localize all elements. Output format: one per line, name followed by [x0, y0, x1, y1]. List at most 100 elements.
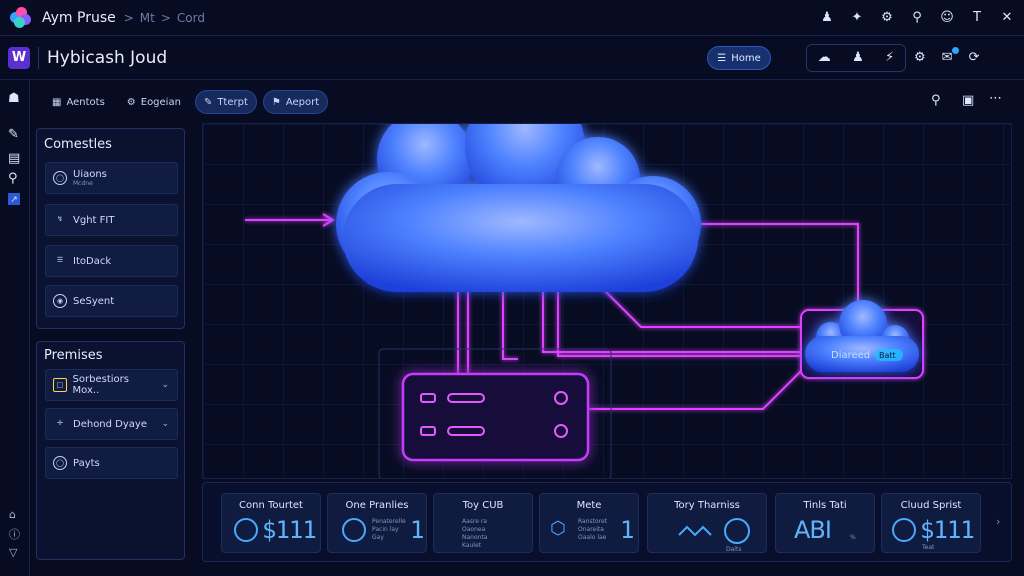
diagram-canvas[interactable]: Diareed Batt: [202, 123, 1012, 479]
settings-icon[interactable]: ⚙: [914, 50, 926, 65]
metric-card[interactable]: Conn Tourtet $111: [221, 493, 321, 553]
breadcrumb-item[interactable]: Mt: [139, 10, 155, 25]
metric-value: 1: [620, 516, 634, 544]
connections-title: Comestles: [44, 137, 112, 152]
home-icon[interactable]: ⌂: [9, 508, 16, 521]
card-icon[interactable]: ▤: [8, 151, 21, 166]
metric-title: One Pranlies: [345, 500, 409, 511]
connection-label: ItoDack: [73, 255, 112, 267]
toolbar-button-eogeian[interactable]: ⚙ Eogeian: [119, 90, 189, 114]
metric-title: Conn Tourtet: [239, 500, 303, 511]
edge-cloud[interactable]: [805, 300, 919, 372]
server-drive-bay: [447, 393, 485, 403]
chart-icon[interactable]: ↗: [8, 193, 20, 205]
on-prem-region: [378, 348, 612, 478]
header-action-group: ☁ ♟ ⚡: [806, 44, 906, 72]
server-to-edge-connector: [588, 368, 804, 410]
cloud-to-edge-connector: [592, 278, 803, 328]
menu-icon: ☰: [717, 52, 727, 64]
search-icon[interactable]: ⚲: [912, 9, 922, 25]
metric-card[interactable]: One Pranlies Penaterelle Pacin lay Gay 1: [327, 493, 427, 553]
gauge-icon: [234, 518, 258, 542]
globe-icon: ◯: [53, 171, 67, 185]
metric-value: $111: [262, 516, 317, 544]
toolbar-button-tterpt[interactable]: ✎ Tterpt: [194, 90, 257, 114]
cloud-to-edge-connector: [542, 289, 803, 353]
spinner-icon[interactable]: ⟳: [968, 50, 980, 65]
chat-icon[interactable]: ✉: [942, 47, 959, 65]
pencil-icon: ✎: [203, 96, 213, 108]
cloud-icon[interactable]: ☁: [817, 50, 831, 65]
translate-icon[interactable]: ⚙: [881, 9, 893, 25]
edit-icon[interactable]: ✎: [8, 127, 19, 142]
emoji-icon[interactable]: ☺: [940, 9, 954, 25]
info-icon[interactable]: ⓘ: [9, 528, 20, 541]
metric-title: Toy CUB: [462, 500, 504, 511]
breadcrumb-separator: >: [160, 10, 171, 25]
database-icon: ◉: [53, 294, 67, 308]
gauge-icon: [724, 518, 750, 544]
more-icon[interactable]: ⋯: [989, 91, 1002, 106]
notification-dot: [951, 47, 959, 54]
metric-card[interactable]: Tory Tharniss Dalts: [647, 493, 767, 553]
workspace-badge[interactable]: W: [8, 46, 30, 69]
chevron-right-icon[interactable]: ›: [996, 515, 1001, 528]
bolt-icon[interactable]: ⚡: [885, 50, 895, 65]
premises-item[interactable]: ◯ Payts: [45, 447, 178, 479]
metric-card[interactable]: Cluud Sprist $111 Teat: [881, 493, 981, 553]
search-icon[interactable]: ⚲: [931, 93, 941, 108]
metric-value: $111: [920, 516, 975, 544]
premises-item[interactable]: ✛ Dehond Dyaye ⌄: [45, 408, 178, 440]
connection-item[interactable]: ☰ ItoDack: [45, 245, 178, 277]
toolbar-label: Aeport: [285, 96, 320, 108]
connection-item[interactable]: ↯ Vght FIT: [45, 204, 178, 236]
person-icon[interactable]: ♟: [852, 50, 864, 65]
app-header: W Hybicash Joud ☰ Home ☁ ♟ ⚡ ⚙ ✉ ⟳: [0, 36, 1024, 80]
cloud-to-edge-connector: [557, 284, 803, 357]
metric-card[interactable]: Toy CUB Aasre ra Oaonea Nanonta Kaulet: [433, 493, 533, 553]
twitter-icon[interactable]: ✦: [851, 9, 863, 25]
toolbar-button-aentots[interactable]: ▦ Aentots: [44, 90, 113, 114]
lock-icon[interactable]: ☗: [8, 91, 20, 106]
connection-label: SeSyent: [73, 295, 115, 307]
left-rail: ☗ ✎ ▤ ⚲ ↗ ⌂ ⓘ ▽: [0, 80, 30, 576]
premises-label: Payts: [73, 457, 100, 469]
toolbar: ▦ Aentots ⚙ Eogeian ✎ Tterpt ⚑ Aeport: [44, 90, 329, 114]
server-button: [554, 424, 568, 438]
chevron-down-icon: ⌄: [161, 380, 169, 390]
premises-label: Sorbestiors Mox..: [72, 374, 129, 396]
edge-cloud-tag: Batt: [879, 351, 896, 360]
close-icon[interactable]: ✕: [1001, 9, 1013, 25]
text-format-icon[interactable]: T: [973, 9, 981, 25]
server-chassis: [401, 372, 590, 462]
toolbar-label: Tterpt: [217, 96, 248, 108]
arrow-head: [322, 213, 335, 227]
home-button-label: Home: [731, 52, 761, 64]
premises-item[interactable]: □ Sorbestiors Mox.. ⌄: [45, 369, 178, 401]
toolbar-button-aeport[interactable]: ⚑ Aeport: [262, 90, 329, 114]
main-cloud[interactable]: [336, 124, 701, 292]
search-icon[interactable]: ⚲: [8, 171, 18, 186]
hybrid-cloud-diagram: Diareed Batt: [245, 124, 924, 478]
breadcrumb-separator: >: [123, 10, 134, 25]
metric-detail: Dalts: [726, 546, 742, 553]
metric-title: Cluud Sprist: [900, 500, 962, 511]
metric-card[interactable]: Mete ⬡ Ranstoret Onareita Oaalo lae 1: [539, 493, 639, 553]
triangle-icon[interactable]: ▽: [9, 546, 18, 559]
server-drive-bay: [447, 426, 485, 436]
home-button[interactable]: ☰ Home: [707, 46, 771, 70]
server-node[interactable]: [401, 372, 590, 462]
connection-item[interactable]: ◉ SeSyent: [45, 285, 178, 317]
breadcrumb-item[interactable]: Cord: [176, 10, 205, 25]
metric-value: ABI: [794, 516, 832, 544]
user-icon[interactable]: ♟: [821, 9, 833, 25]
connection-sublabel: Mcdne: [73, 180, 93, 187]
premises-label: Dehond Dyaye: [73, 418, 147, 430]
metric-card[interactable]: Tinls Tati ABI %: [775, 493, 875, 553]
metric-detail: Ranstoret Onareita Oaalo lae: [578, 518, 608, 541]
trash-icon[interactable]: ▣: [962, 93, 975, 108]
server-led: [420, 393, 436, 403]
